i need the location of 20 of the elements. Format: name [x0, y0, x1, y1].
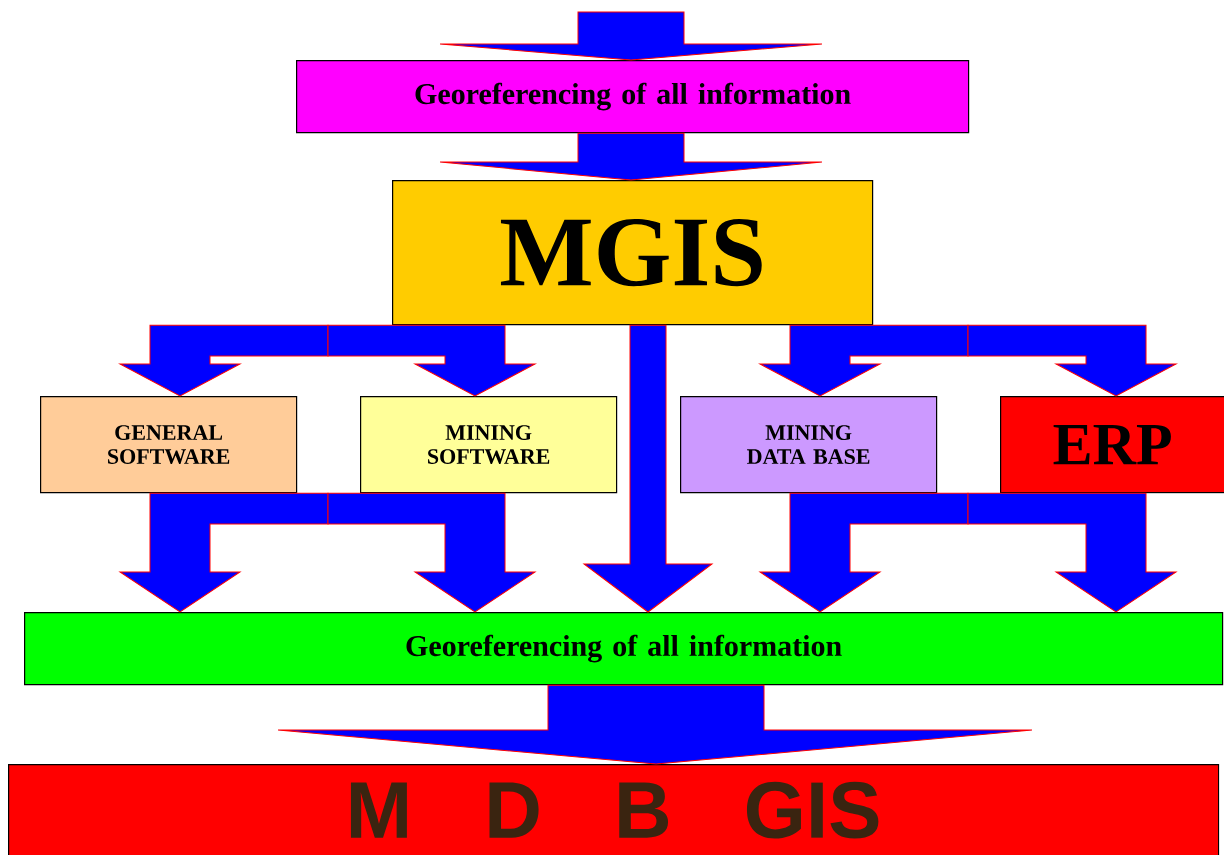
block-arrow [119, 492, 329, 613]
block-arrow [759, 492, 969, 613]
integration-box: Georeferencing of all information [24, 612, 1224, 686]
block-arrow [439, 11, 823, 61]
block-arrow [967, 492, 1177, 613]
module-box: GENERAL SOFTWARE [40, 396, 298, 494]
block-arrow [327, 324, 536, 397]
block-arrow [119, 324, 329, 397]
module-box: ERP [1000, 396, 1224, 494]
block-arrow [759, 324, 969, 397]
block-arrow [583, 324, 713, 613]
module-box: MINING SOFTWARE [360, 396, 618, 494]
block-arrow [439, 132, 823, 181]
block-arrow [967, 324, 1177, 397]
title-box: Georeferencing of all information [296, 60, 970, 134]
block-arrow [277, 684, 1033, 765]
module-box: MINING DATA BASE [680, 396, 938, 494]
system-box: MGIS [392, 180, 874, 326]
block-arrow [327, 492, 536, 613]
result-box: M D B GIS [8, 764, 1220, 855]
